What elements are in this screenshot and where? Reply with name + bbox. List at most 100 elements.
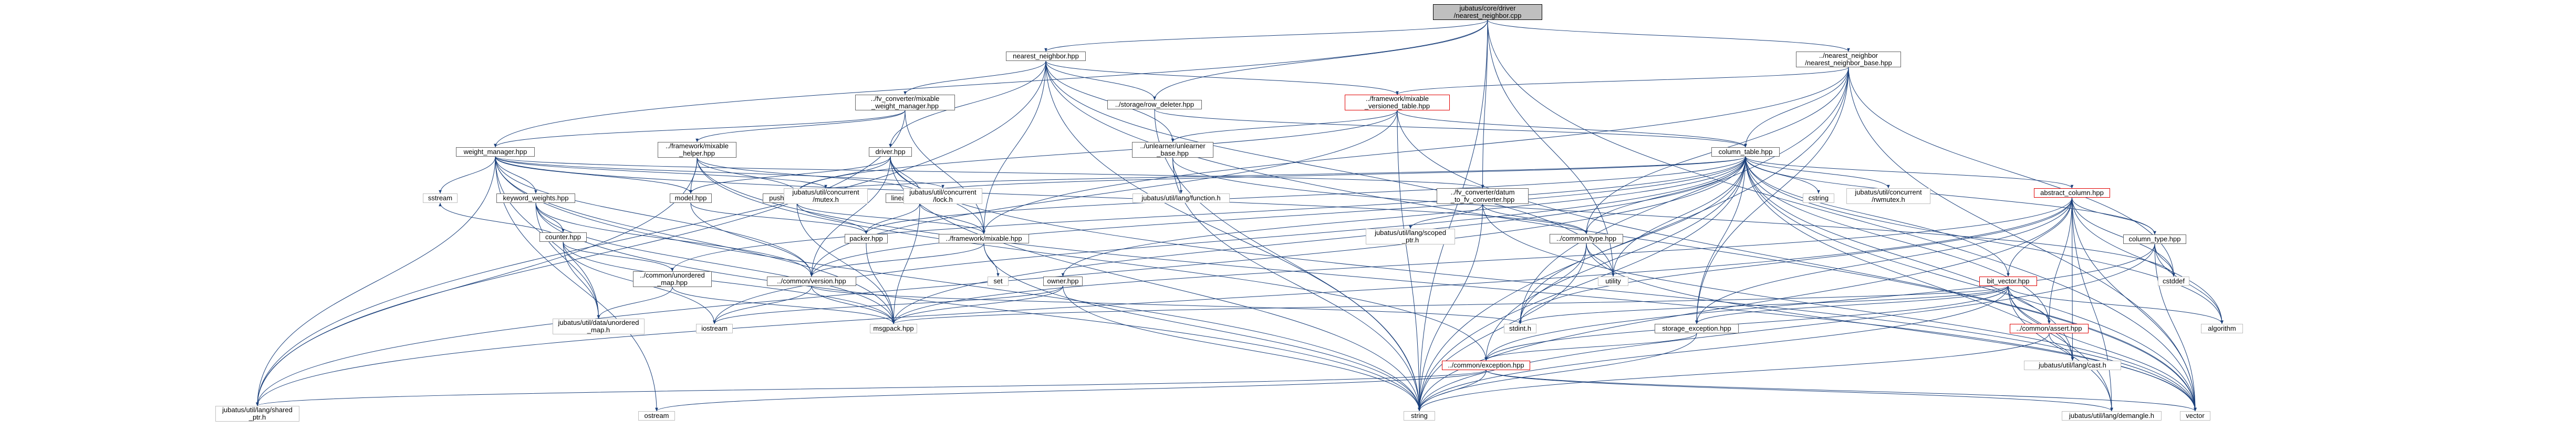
edge-abscol-to-bitvec [2007,197,2072,277]
node-mutexes: jubatus/util/concurrent /mutex.h [784,188,868,204]
edge-model-to-packer [690,202,868,234]
edge-versioned-to-commonversion [810,110,1398,277]
edge-coltable-to-msgpack [892,156,1746,324]
edge-unordmap-to-utilunordmap [597,287,673,319]
edge-weightmgr-to-model [495,156,692,194]
node-keyword[interactable]: keyword_weights.hpp [496,193,575,203]
edge-fwmixable-to-string [983,243,1421,412]
edge-commonexc-to-string [1418,370,1487,412]
node-driver[interactable]: driver.hpp [869,147,912,157]
node-unordmap[interactable]: ../common/unordered _map.hpp [633,271,712,287]
edge-fvwm-to-weightmgr [494,110,906,148]
edge-rowdel-to-coltable [1154,109,1747,148]
node-bitvec[interactable]: bit_vector.hpp [1979,277,2037,286]
edge-coltable-to-casth [1745,156,2074,361]
edge-versioned-to-string [1397,110,1421,412]
edge-bitvec-to-algorithm [2008,285,2224,324]
edge-counter-to-unordmap [563,241,674,272]
edge-keyword-to-string [535,202,1421,412]
edge-commonexc-to-demangle [1486,370,2113,412]
node-coltable[interactable]: column_table.hpp [1711,147,1780,157]
edge-commonexc-to-sharedptr [256,370,1487,406]
edge-keyword-to-counter [535,202,565,233]
edge-abscol-to-demangle [2072,197,2113,412]
node-cstddef: cstddef [2158,277,2189,286]
edge-nnbase-to-versioned [1396,67,1849,95]
edge-model-to-commonversion [690,202,813,277]
edge-keyword-to-commonversion [535,202,813,277]
node-commonassert[interactable]: ../common/assert.hpp [2010,324,2089,333]
edge-fwmixable-to-commonversion [810,243,984,277]
node-unlearner[interactable]: ../unlearner/unlearner _base.hpp [1132,142,1213,158]
edge-coltable-to-rwmutex [1745,156,1890,189]
node-counter[interactable]: counter.hpp [539,232,587,242]
edge-weightmgr-to-string [495,156,1421,412]
node-lockh: jubatus/util/concurrent /lock.h [903,188,982,204]
node-cstring: cstring [1803,193,1834,203]
node-storageexc[interactable]: storage_exception.hpp [1655,324,1739,333]
node-vector: vector [2180,411,2210,421]
edge-abscol-to-coltype [2072,197,2156,235]
edge-nn_hpp-to-driver [889,60,1046,148]
node-coltype[interactable]: column_type.hpp [2123,234,2186,244]
edge-nnbase-to-coltable [1744,67,1849,148]
node-algorithm: algorithm [2201,324,2243,333]
edge-counter-to-msgpack [563,241,895,324]
edge-coltable-to-utility [1612,156,1746,277]
edge-commonversion-to-stdinth [811,285,1522,324]
edge-commontype-to-string [1418,243,1587,412]
edge-coltable-to-cstring [1745,156,1820,194]
edge-coltable-to-abscol [1745,156,2074,189]
edge-mixhelper-to-vector [697,157,2197,412]
edge-rowdel-to-string [1154,109,1421,412]
edge-root-to-string [1418,19,1488,412]
edge-coltable-to-pushmix [795,156,1746,194]
edge-bitvec-to-vector [2008,285,2197,412]
node-rowdel[interactable]: ../storage/row_deleter.hpp [1107,100,1202,109]
edge-pushmix-to-msgpack [796,202,895,324]
edge-coltable-to-iostream [713,156,1746,324]
node-commonversion[interactable]: ../common/version.hpp [767,277,856,286]
edge-bitvec-to-string [1418,285,2009,412]
edge-coltable-to-coltype [1745,156,2156,235]
node-nnbase[interactable]: ../nearest_neighbor /nearest_neighbor_ba… [1796,52,1901,67]
edge-storageexc-to-commonexc [1484,333,1697,361]
edge-weightmgr-to-mutexes [495,156,827,189]
edge-counter-to-utilunordmap [563,241,600,319]
edge-unordmap-to-msgpack [672,287,895,324]
edge-mixhelper-to-commonexc [697,157,1488,361]
node-versioned[interactable]: ../framework/mixable _versioned_table.hp… [1345,95,1450,110]
edge-weightmgr-to-keyword [495,156,537,194]
edge-pushmix-to-fwmixable [796,202,985,234]
node-abscol[interactable]: abstract_column.hpp [2034,188,2110,198]
edge-driver-to-model [689,156,891,194]
edge-datumconv-to-scopedptr [1409,203,1483,229]
edge-versioned-to-coltable [1397,110,1747,148]
node-root[interactable]: jubatus/core/driver /nearest_neighbor.cp… [1433,4,1542,20]
node-datumconv[interactable]: ../fv_converter/datum _to_fv_converter.h… [1437,188,1529,204]
node-owner[interactable]: owner.hpp [1043,277,1083,286]
node-mixhelper[interactable]: ../framework/mixable _helper.hpp [658,142,736,158]
node-nn-hpp[interactable]: nearest_neighbor.hpp [1006,52,1086,61]
node-demangle: jubatus/util/lang/demangle.h [2062,411,2162,421]
edge-nnbase-to-vector [1848,67,2197,412]
edge-keyword-to-utilunordmap [535,202,600,319]
edge-coltable-to-owner [1061,156,1746,277]
node-weightmgr[interactable]: weight_manager.hpp [456,147,535,157]
node-packer[interactable]: packer.hpp [845,234,888,243]
node-fvwm[interactable]: ../fv_converter/mixable _weight_manager.… [855,95,955,110]
edge-nnbase-to-stdinth [1519,67,1849,324]
node-commontype[interactable]: ../common/type.hpp [1550,234,1623,243]
edge-abscol-to-stdinth [1519,197,2072,324]
edge-weightmgr-to-commonversion [495,156,813,277]
edge-coltable-to-string [1418,156,1746,412]
edge-datumconv-to-string [1418,203,1483,412]
edge-coltable-to-algorithm [1745,156,2224,324]
node-fwmixable[interactable]: ../framework/mixable.hpp [939,234,1029,243]
edge-nn_hpp-to-fvwm [903,60,1046,95]
node-model[interactable]: model.hpp [670,193,712,203]
edge-bitvec-to-casth [2008,285,2074,361]
node-commonexc[interactable]: ../common/exception.hpp [1442,361,1530,370]
